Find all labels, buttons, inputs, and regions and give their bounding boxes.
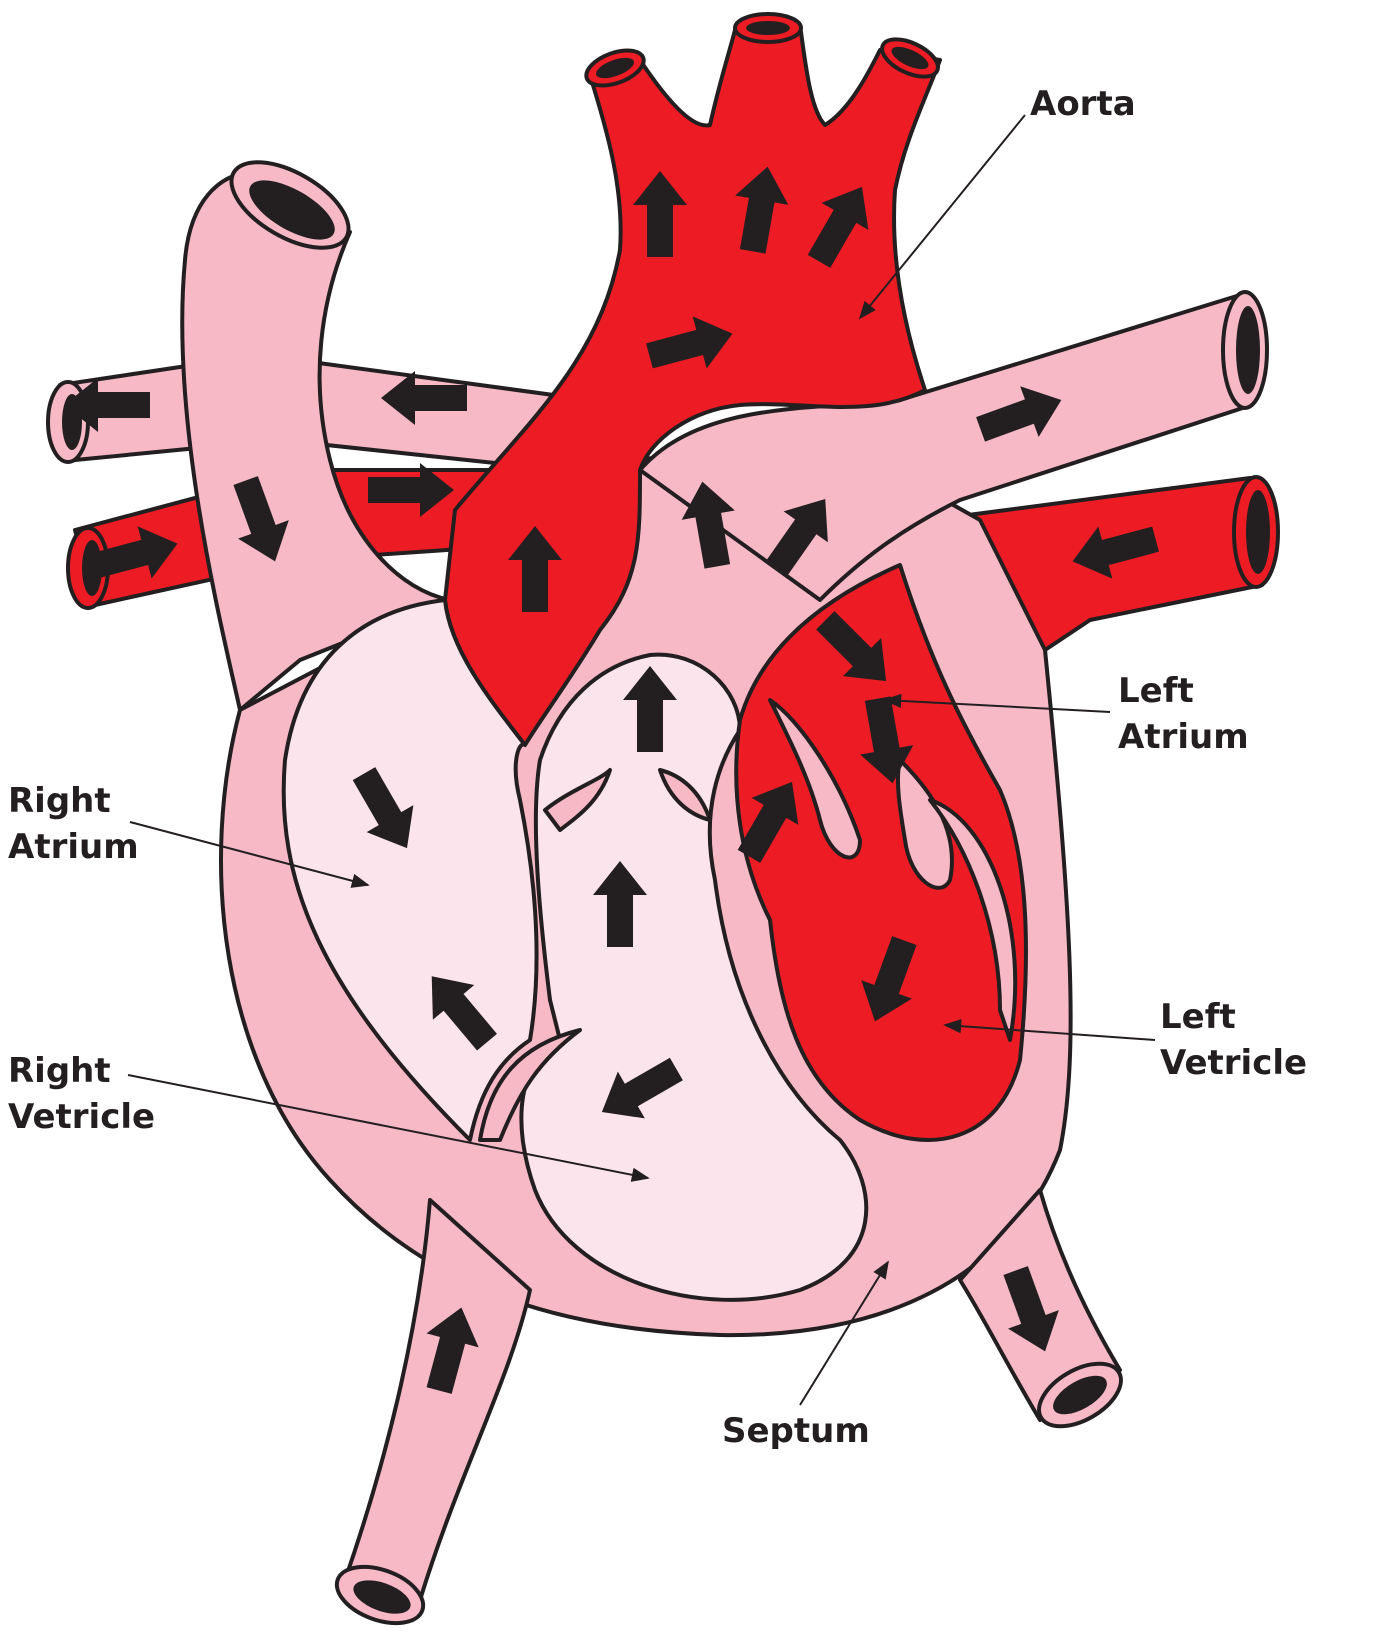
vessel-opening-lumen (1236, 306, 1260, 394)
left-atrium-label-line1: Left (1118, 671, 1194, 711)
left-vetricle-label: Left Vetricle (1160, 997, 1307, 1083)
vessel-opening-lumen (1246, 490, 1270, 574)
left-atrium-label-line2: Atrium (1118, 717, 1249, 757)
right-atrium-label-line1: Right (8, 781, 111, 821)
right-atrium-label: Right Atrium (8, 781, 139, 867)
left-vetricle-label-line1: Left (1160, 997, 1236, 1037)
right-vetricle-label-line2: Vetricle (8, 1097, 155, 1137)
right-atrium-label-line2: Atrium (8, 827, 139, 867)
left-vetricle-label-line2: Vetricle (1160, 1043, 1307, 1083)
right-vetricle-label-line1: Right (8, 1051, 111, 1091)
aorta-branch-lumen (746, 21, 790, 35)
aorta-label: Aorta (1030, 84, 1136, 124)
right-vetricle-label: Right Vetricle (8, 1051, 155, 1137)
septum-label: Septum (722, 1411, 870, 1451)
left-atrium-label: Left Atrium (1118, 671, 1249, 757)
